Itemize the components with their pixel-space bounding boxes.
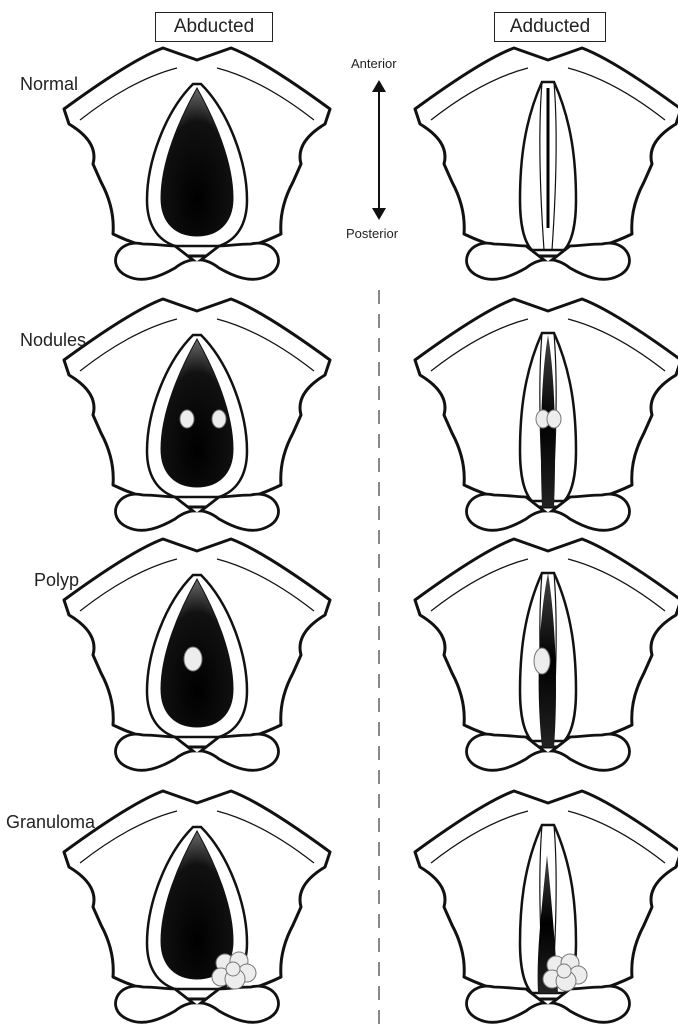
normal-abducted (64, 48, 330, 279)
granuloma-abducted (64, 791, 330, 1022)
row-label-normal: Normal (20, 74, 78, 95)
anterior-posterior-arrow (372, 80, 386, 220)
column-header-abducted: Abducted (155, 12, 273, 42)
column-header-adducted: Adducted (494, 12, 606, 42)
row-label-nodules: Nodules (20, 330, 86, 351)
axis-label-posterior: Posterior (346, 226, 398, 241)
nodule-left (180, 410, 194, 428)
polyp-adducted (415, 539, 678, 770)
polyp-lesion (534, 648, 550, 674)
nodule-right (212, 410, 226, 428)
nodules-abducted (64, 299, 330, 530)
axis-label-anterior: Anterior (351, 56, 397, 71)
nodules-adducted (415, 299, 678, 530)
polyp-lesion (184, 647, 202, 671)
polyp-abducted (64, 539, 330, 770)
row-label-granuloma: Granuloma (6, 812, 95, 833)
granuloma-adducted (415, 791, 678, 1022)
nodule-right (547, 410, 561, 428)
row-label-polyp: Polyp (34, 570, 79, 591)
normal-adducted (415, 48, 678, 279)
